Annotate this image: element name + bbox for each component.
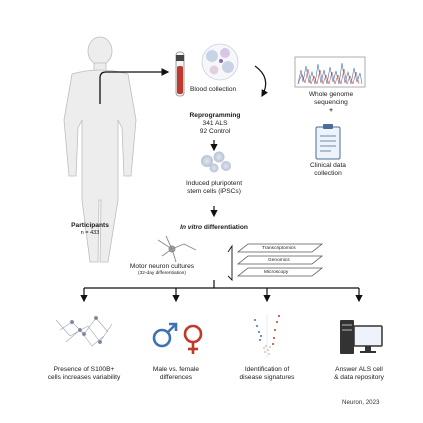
outcome-3-line2: disease signatures — [239, 374, 295, 381]
in-vitro-text: In vitro — [180, 224, 203, 231]
human-figure-icon — [63, 36, 137, 263]
participants-label: Participants — [71, 222, 109, 229]
blood-cells-icon — [201, 43, 239, 81]
control-count: 92 Control — [199, 128, 231, 135]
differentiation-text: differentiation — [202, 224, 248, 231]
als-count: 341 ALS — [202, 120, 228, 127]
blood-collection-label: Blood collection — [190, 86, 237, 93]
outcome-3-line1: Identification of — [244, 366, 290, 373]
outcome-4-line2: & data repository — [334, 374, 384, 381]
motor-neuron-line2: (32-day differentiation) — [138, 271, 186, 276]
outcome-2-line2: differences — [159, 374, 193, 381]
volcano-plot-icon — [254, 314, 280, 358]
outcome-4-line1: Answer ALS cell — [335, 366, 383, 373]
transcriptomics-label: Transcriptomics — [262, 245, 296, 251]
clipboard-icon — [315, 124, 341, 160]
arrow-figure-to-blood — [99, 68, 170, 104]
journal-credit: Neuron, 2023 — [342, 399, 380, 406]
arrow-blood-to-wgs — [254, 65, 269, 98]
ipsc-cells-icon — [201, 151, 231, 173]
clinical-line1: Clinical data — [310, 162, 346, 169]
omics-stack — [236, 243, 324, 277]
glial-cells-icon — [55, 315, 113, 347]
genomics-label: Genomics — [268, 257, 290, 263]
branch-connectors — [80, 280, 363, 303]
sequencing-trace-icon — [294, 56, 366, 88]
reprogramming-title: Reprogramming — [189, 112, 241, 119]
blood-tube-icon — [175, 51, 185, 97]
participants-count: n = 433 — [80, 230, 100, 236]
wgs-plus: + — [329, 107, 333, 114]
motor-neuron-line1: Motor neuron cultures — [129, 263, 195, 270]
wgs-line2: sequencing — [314, 99, 348, 106]
ipsc-line2: stem cells (iPSCs) — [187, 188, 241, 195]
wgs-line1: Whole genome — [308, 91, 354, 98]
outcome-1-line1: Presence of S100B+ — [53, 366, 115, 373]
microscopy-label: Microscopy — [264, 269, 289, 275]
clinical-line2: collection — [314, 170, 342, 177]
neuron-icon — [157, 235, 197, 263]
male-symbol-icon — [152, 322, 178, 348]
computer-repository-icon — [340, 320, 383, 354]
in-vitro-differentiation-label: In vitro differentiation — [168, 224, 260, 232]
ipsc-line1: Induced pluripotent — [185, 180, 243, 187]
female-symbol-icon — [183, 324, 203, 354]
outcome-1-line2: cells increases variability — [47, 374, 121, 381]
outcome-2-line1: Male vs. female — [152, 366, 200, 373]
